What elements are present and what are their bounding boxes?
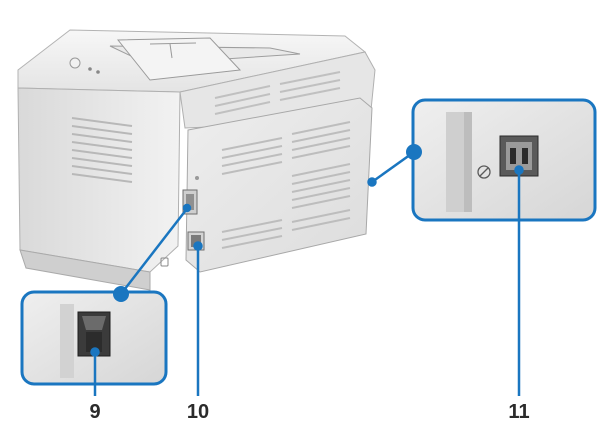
- rear-cover: [185, 97, 373, 273]
- side-vent: [71, 117, 133, 183]
- power-switch-inset: [20, 286, 168, 386]
- lock-icon: [160, 257, 169, 267]
- indicator-light-icon: [96, 70, 100, 74]
- usb-symbol-icon: [477, 165, 491, 179]
- rear-top-vent: [214, 71, 341, 115]
- indicator-light-icon: [88, 67, 92, 71]
- paper-tray: [116, 37, 242, 81]
- rear-cover-vent: [221, 121, 351, 249]
- callout-label-usb-port: 11: [508, 401, 529, 423]
- callout-label-power-receptacle: 10: [187, 401, 209, 423]
- printer-body: [17, 29, 376, 291]
- callout-leaders: [90, 150, 524, 396]
- power-button-icon: [69, 57, 81, 69]
- callout-label-power-switch: 9: [89, 401, 100, 423]
- usb-port-inset: [406, 98, 597, 222]
